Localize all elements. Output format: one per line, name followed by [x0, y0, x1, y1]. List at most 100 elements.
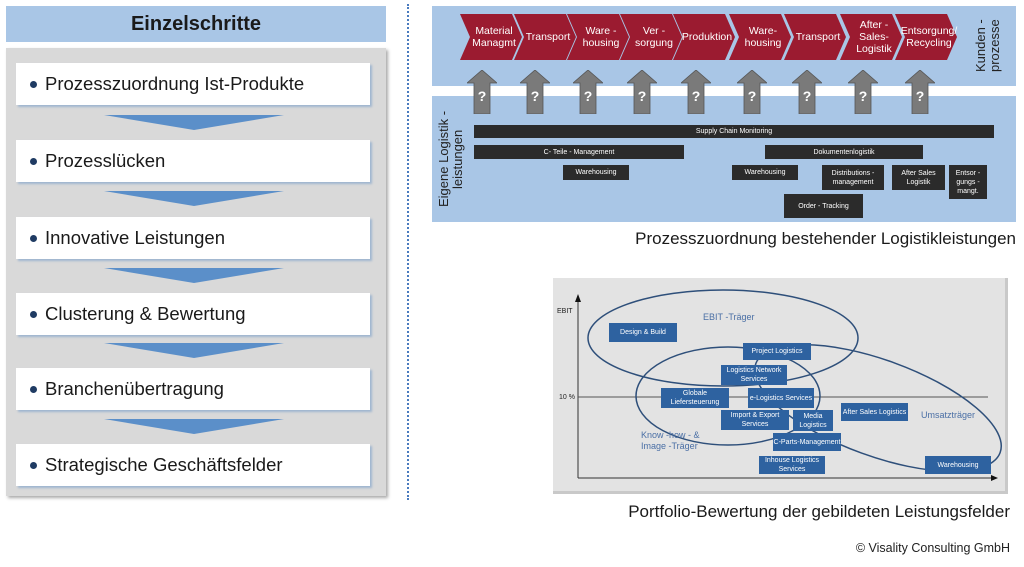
process-caption: Prozesszuordnung bestehender Logistiklei… [635, 229, 1016, 248]
logistics-band [432, 96, 1016, 222]
down-arrow-icon [104, 115, 284, 130]
bullet-icon [30, 234, 37, 242]
bullet-icon [30, 385, 37, 393]
up-arrow-icon: ? [625, 69, 659, 115]
down-arrow-icon [104, 191, 284, 206]
box-inhouse: Inhouse Logistics Services [759, 456, 825, 474]
cluster-label-knowhow: Know -how - & Image -Träger [641, 430, 700, 451]
bullet-icon [30, 80, 37, 88]
step-4: Clusterung & Bewertung [16, 293, 370, 335]
portfolio-caption: Portfolio-Bewertung der gebildeten Leist… [628, 502, 1010, 521]
band-gap [432, 86, 1016, 96]
steps-panel: Prozesszuordnung Ist-Produkte Prozesslüc… [6, 48, 386, 496]
step-5: Branchenübertragung [16, 368, 370, 410]
question-mark: ? [691, 88, 701, 104]
bar-entsorgung: Entsor - gungs - mangt. [949, 165, 987, 199]
chevron-label: Ware - housing [582, 25, 620, 49]
box-elogistics: e-Logistics Services [748, 388, 814, 408]
box-media: Media Logistics [793, 410, 833, 431]
chevron-label: Entsorgung/ Recycling [900, 25, 958, 49]
up-arrow-icon: ? [465, 69, 499, 115]
y-axis-label: EBIT [557, 308, 573, 315]
y-axis-arrow-icon [575, 294, 581, 302]
down-arrow-icon [104, 419, 284, 434]
chevron-step: Entsorgung/ Recycling [895, 14, 957, 60]
bullet-icon [30, 461, 37, 469]
box-cparts: C-Parts-Management [773, 433, 841, 451]
up-arrow-icon: ? [735, 69, 769, 115]
cluster-label-umsatz: Umsatzträger [921, 410, 976, 420]
step-1: Prozesszuordnung Ist-Produkte [16, 63, 370, 105]
question-mark: ? [637, 88, 647, 104]
chevron-label: Material Managmt [472, 25, 516, 49]
up-arrow-icon: ? [846, 69, 880, 115]
eigene-label: Eigene Logistik - leistungen [436, 110, 465, 208]
portfolio-svg [575, 289, 1003, 481]
down-arrow-icon [104, 268, 284, 283]
chevron-step: Material Managmt [460, 14, 522, 60]
step-label: Strategische Geschäftsfelder [45, 454, 283, 475]
threshold-label: 10 % [559, 394, 575, 401]
step-6: Strategische Geschäftsfelder [16, 444, 370, 486]
bar-supply-chain: Supply Chain Monitoring [474, 125, 994, 138]
bar-warehousing-1: Warehousing [563, 165, 629, 180]
bar-order-tracking: Order - Tracking [784, 194, 863, 218]
portfolio-chart: EBIT 10 % EBIT -Träger Know -how - & Ima… [553, 278, 1008, 494]
chevron-label: Produktion [681, 31, 733, 43]
box-after-sales: After Sales Logistics [841, 403, 908, 421]
kunden-label: Kunden - prozesse [973, 19, 1002, 73]
bullet-icon [30, 310, 37, 318]
question-mark: ? [477, 88, 487, 104]
bar-cteile: C- Teile - Management [474, 145, 684, 159]
up-arrow-icon: ? [679, 69, 713, 115]
up-arrow-icon: ? [903, 69, 937, 115]
chevron-label: After - Sales- Logistik [856, 19, 892, 55]
chevron-step: Transport [514, 14, 576, 60]
bar-after-sales: After Sales Logistik [892, 165, 945, 190]
bullet-icon [30, 157, 37, 165]
chevron-step: Transport [784, 14, 846, 60]
up-arrow-icon: ? [518, 69, 552, 115]
chevron-step: Ver - sorgung [620, 14, 682, 60]
knowhow-cluster [635, 346, 821, 446]
down-arrow-icon [104, 343, 284, 358]
bar-distribution: Distributions - management [822, 165, 884, 190]
steps-title: Einzelschritte [6, 6, 386, 42]
cluster-label-ebit: EBIT -Träger [703, 312, 755, 322]
step-label: Prozesslücken [45, 150, 166, 171]
box-design-build: Design & Build [609, 323, 677, 342]
question-mark: ? [747, 88, 757, 104]
up-arrow-icon: ? [790, 69, 824, 115]
box-project-logistics: Project Logistics [743, 343, 811, 360]
question-mark: ? [802, 88, 812, 104]
copyright: © Visality Consulting GmbH [855, 541, 1010, 555]
question-mark: ? [858, 88, 868, 104]
umsatz-cluster [753, 343, 1003, 473]
bar-warehousing-2: Warehousing [732, 165, 798, 180]
chevron-step: Produktion [673, 14, 735, 60]
box-logistics-network: Logistics Network Services [721, 365, 787, 385]
bar-doku: Dokumentenlogistik [765, 145, 923, 159]
chevron-label: Ware- housing [744, 25, 782, 49]
step-label: Prozesszuordnung Ist-Produkte [45, 73, 305, 94]
chevron-label: Transport [525, 31, 571, 43]
ebit-cluster [587, 289, 859, 387]
question-mark: ? [530, 88, 540, 104]
divider [407, 4, 409, 500]
x-axis-arrow-icon [991, 475, 998, 481]
question-mark: ? [583, 88, 593, 104]
step-3: Innovative Leistungen [16, 217, 370, 259]
step-2: Prozesslücken [16, 140, 370, 182]
box-import-export: Import & Export Services [721, 410, 789, 430]
chevron-step: Ware - housing [567, 14, 629, 60]
question-mark: ? [915, 88, 925, 104]
step-label: Clusterung & Bewertung [45, 303, 246, 324]
chevron-step: After - Sales- Logistik [840, 14, 902, 60]
up-arrow-icon: ? [571, 69, 605, 115]
step-label: Innovative Leistungen [45, 227, 225, 248]
chevron-label: Transport [795, 31, 841, 43]
chevron-label: Ver - sorgung [635, 25, 673, 49]
step-label: Branchenübertragung [45, 378, 224, 399]
chevron-step: Ware- housing [729, 14, 791, 60]
box-globale: Globale Liefersteuerung [661, 388, 729, 408]
